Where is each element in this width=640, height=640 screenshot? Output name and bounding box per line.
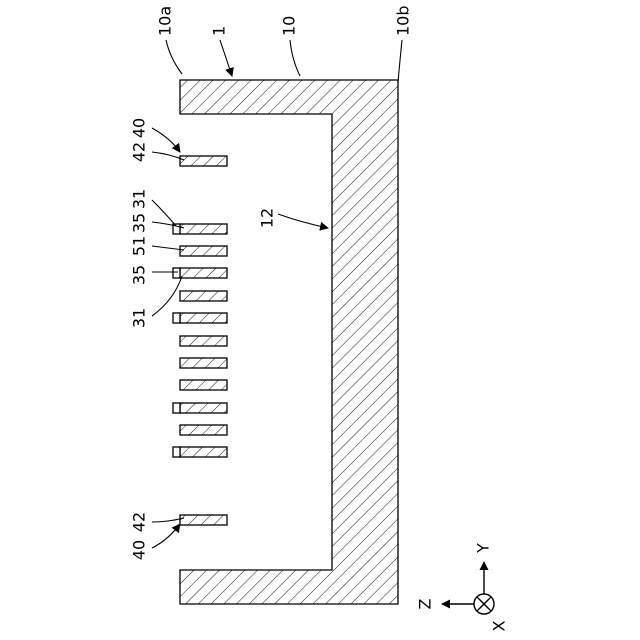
label-10b: 10b	[394, 5, 413, 36]
fin	[180, 336, 227, 346]
fin-51	[180, 246, 227, 256]
fin-31-mid	[180, 268, 227, 278]
label-1: 1	[210, 26, 229, 36]
label-12: 12	[258, 208, 277, 228]
label-31-top: 31	[130, 189, 149, 209]
fin-31-top	[180, 224, 227, 234]
label-35-top: 35	[130, 213, 149, 233]
leader-10a	[166, 40, 182, 74]
fin	[180, 403, 227, 413]
leader-51	[152, 246, 184, 250]
leader-12	[278, 214, 328, 228]
fin-42-top	[180, 156, 227, 166]
fin-end-35	[173, 313, 180, 323]
fin	[180, 291, 227, 301]
leader-10b	[398, 40, 402, 82]
fin-end-35	[173, 268, 180, 278]
label-51: 51	[130, 236, 149, 256]
leader-40-bottom	[152, 524, 180, 548]
leader-42-top	[152, 152, 184, 160]
fin-end-35	[173, 403, 180, 413]
fin-42-bottom	[180, 515, 227, 525]
fin-end-35	[173, 447, 180, 457]
axis-indicator: Y Z X	[416, 543, 509, 632]
label-40-bottom: 40	[130, 540, 149, 560]
label-42-top: 42	[130, 142, 149, 162]
fin	[180, 380, 227, 390]
leader-31-mid	[152, 276, 182, 316]
leader-40-top	[152, 128, 180, 152]
leader-10	[290, 40, 300, 76]
fin-group	[173, 156, 227, 525]
axis-z-label: Z	[416, 598, 435, 609]
axis-x-label: X	[490, 620, 509, 631]
label-31-mid: 31	[130, 308, 149, 328]
axis-y-label: Y	[474, 543, 493, 554]
fin	[180, 313, 227, 323]
label-10a: 10a	[156, 6, 175, 36]
label-42-bottom: 42	[130, 512, 149, 532]
label-40-top: 40	[130, 118, 149, 138]
leader-42-bottom	[152, 518, 184, 522]
label-10: 10	[280, 16, 299, 36]
fin	[180, 358, 227, 368]
leader-1	[220, 40, 232, 76]
fin	[180, 425, 227, 435]
fin	[180, 447, 227, 457]
label-35-mid: 35	[130, 265, 149, 285]
